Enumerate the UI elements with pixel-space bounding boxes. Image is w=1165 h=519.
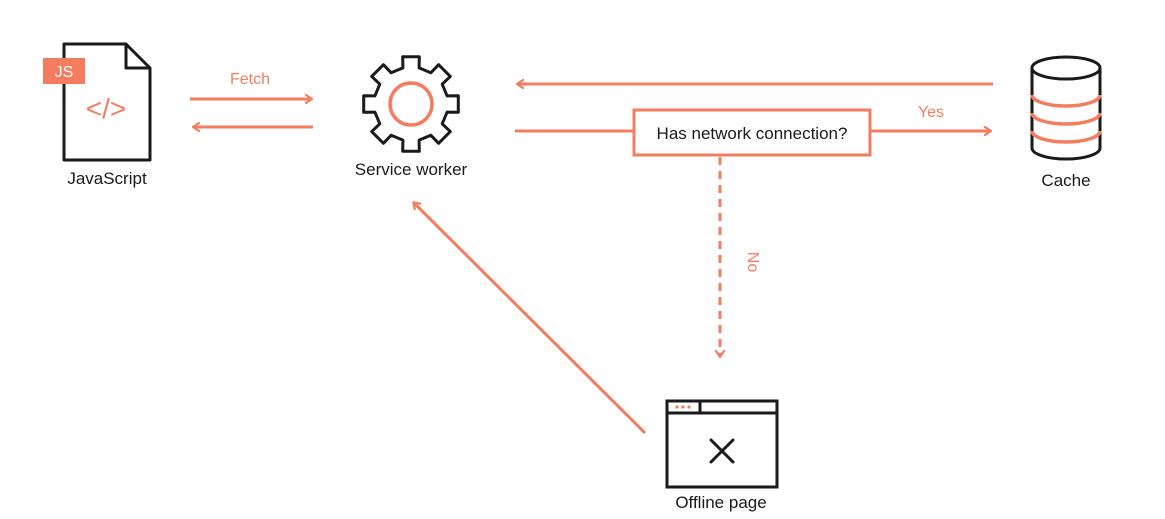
- yes-label: Yes: [918, 104, 944, 121]
- service-worker-label: Service worker: [355, 160, 468, 179]
- javascript-label: JavaScript: [67, 169, 147, 188]
- javascript-file-icon: JS </>: [43, 42, 152, 162]
- database-icon: [1030, 55, 1102, 161]
- code-glyph: </>: [86, 93, 126, 124]
- network-decision-box: Has network connection?: [632, 108, 872, 157]
- no-label: No: [744, 252, 761, 273]
- gear-icon: [362, 55, 460, 153]
- decision-label: Has network connection?: [657, 124, 848, 143]
- cache-label: Cache: [1041, 171, 1090, 190]
- offline-to-worker-arrow: [414, 203, 647, 435]
- browser-window-x-icon: [665, 399, 779, 489]
- js-badge: [43, 58, 85, 84]
- fetch-label: Fetch: [230, 71, 270, 88]
- js-badge-text: JS: [55, 64, 74, 81]
- offline-page-label: Offline page: [675, 493, 766, 512]
